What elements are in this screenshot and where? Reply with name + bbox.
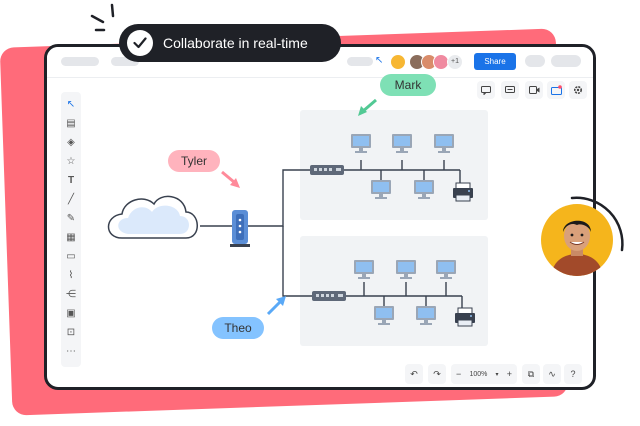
cursor-label-theo: Theo (212, 317, 264, 339)
redo-icon[interactable]: ↷ (428, 364, 446, 384)
cursor-label-mark: Mark (380, 74, 436, 96)
mark-cursor-icon (358, 98, 377, 116)
video-icon[interactable] (525, 81, 543, 99)
banner-text: Collaborate in real-time (163, 35, 308, 51)
more-collaborators-badge[interactable]: +1 (447, 54, 463, 70)
printer-icon[interactable] (452, 182, 474, 202)
star-icon[interactable]: ☆ (66, 155, 76, 167)
history-icon[interactable]: ⧉ (522, 364, 540, 384)
help-icon[interactable]: ? (564, 364, 582, 384)
tyler-cursor-icon (221, 170, 240, 188)
chevron-down-icon[interactable]: ▾ (495, 371, 499, 378)
theo-cursor-icon (266, 296, 286, 316)
menu-placeholder[interactable] (111, 57, 139, 66)
sparkle-decoration (90, 3, 115, 32)
zoom-level[interactable]: 100% (469, 370, 488, 378)
present-icon[interactable] (547, 81, 565, 99)
line-icon[interactable]: ╱ (67, 193, 75, 205)
embed-icon[interactable]: ⊡ (66, 326, 76, 338)
activity-icon[interactable]: ∿ (543, 364, 561, 384)
share-button[interactable]: Share (474, 53, 516, 70)
cursor-icon[interactable]: ↖ (66, 98, 76, 110)
cursor-label-tyler: Tyler (168, 150, 220, 172)
router-icon[interactable] (230, 210, 250, 247)
collaborate-banner: Collaborate in real-time (119, 24, 341, 62)
table-icon[interactable]: ▦ (66, 231, 76, 243)
comment-icon[interactable] (477, 81, 495, 99)
zoom-control: − 100% ▾ + (451, 364, 517, 384)
settings-icon[interactable] (569, 81, 587, 99)
switch-icon[interactable] (310, 165, 344, 175)
menu-placeholder[interactable] (347, 57, 373, 66)
note-icon[interactable]: ▤ (66, 117, 76, 129)
undo-icon[interactable]: ↶ (405, 364, 423, 384)
sticky-icon[interactable]: ▭ (66, 250, 76, 262)
more-icon[interactable]: ⋯ (66, 345, 76, 357)
chart-icon[interactable]: ⌇ (68, 269, 74, 281)
shapes-icon[interactable]: ◈ (67, 136, 75, 148)
network-links (200, 160, 463, 308)
switch-icon[interactable] (312, 291, 346, 301)
image-icon[interactable]: ▣ (66, 307, 76, 319)
check-icon (127, 30, 153, 56)
pointer-follow-icon[interactable]: ↖ (375, 55, 384, 66)
zoom-in-button[interactable]: + (506, 369, 512, 379)
cloud-icon[interactable] (107, 195, 198, 239)
text-icon[interactable]: T (67, 174, 75, 186)
mindmap-icon[interactable]: ⋲ (66, 288, 76, 300)
user-photo-avatar (541, 204, 613, 276)
chat-icon[interactable] (501, 81, 519, 99)
menu-placeholder[interactable] (61, 57, 99, 66)
printer-icon[interactable] (454, 307, 476, 327)
pen-icon[interactable]: ✎ (66, 212, 76, 224)
toolbar-placeholder[interactable] (525, 55, 545, 67)
avatar[interactable] (390, 54, 406, 70)
toolbar-placeholder[interactable] (551, 55, 581, 67)
left-toolbar: ↖ ▤ ◈ ☆ T ╱ ✎ ▦ ▭ ⌇ ⋲ ▣ ⊡ ⋯ (61, 92, 81, 367)
arc-decoration (570, 196, 624, 252)
zoom-out-button[interactable]: − (456, 369, 462, 379)
